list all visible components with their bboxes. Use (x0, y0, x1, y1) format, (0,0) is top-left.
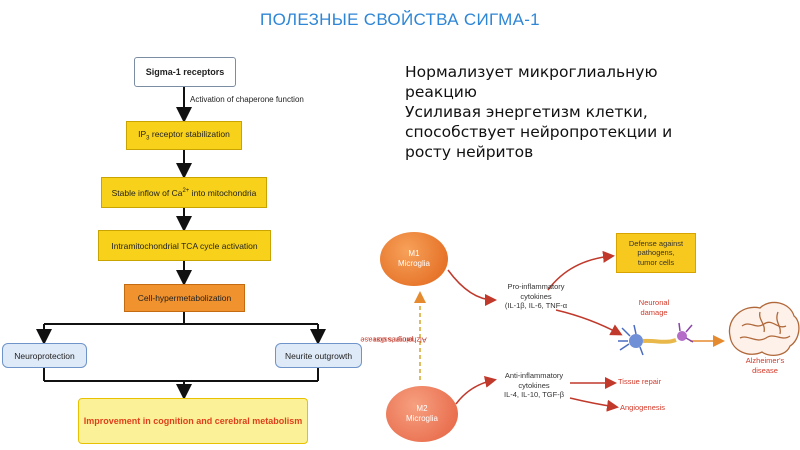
benefits-line: росту нейритов (405, 143, 534, 161)
neurite-outgrowth-box: Neurite outgrowth (275, 343, 362, 368)
ip3-receptor-label: IP3 receptor stabilization (138, 129, 230, 142)
ip3-receptor-box: IP3 receptor stabilization (126, 121, 242, 150)
brain-icon (728, 301, 800, 357)
angiogenesis-label: Angiogenesis (620, 403, 666, 412)
calcium-inflow-label: Stable inflow of Ca2+ into mitochondria (111, 187, 257, 198)
alzheimers-disease-label: Alzheimer's disease (745, 356, 785, 375)
benefits-line: Усиливая энергетизм клетки, (405, 103, 648, 121)
tissue-repair-label: Tissue repair (618, 377, 662, 386)
benefits-text: Нормализует микроглиальную реакцию Усили… (405, 62, 795, 162)
benefits-line: способствует нейропротекции и (405, 123, 673, 141)
improvement-box: Improvement in cognition and cerebral me… (78, 398, 308, 444)
activation-label: Activation of chaperone function (190, 95, 304, 104)
page-title: ПОЛЕЗНЫЕ СВОЙСТВА СИГМА-1 (260, 10, 540, 29)
pro-inflammatory-label: Pro-inflammatory cytokines (IL-1β, IL-6,… (504, 282, 568, 310)
neuroprotection-box: Neuroprotection (2, 343, 87, 368)
benefits-line: Нормализует микроглиальную (405, 63, 658, 81)
benefits-line: реакцию (405, 83, 477, 101)
calcium-inflow-box: Stable inflow of Ca2+ into mitochondria (101, 177, 267, 208)
anti-inflammatory-label: Anti-inflammatory cytokines IL-4, IL-10,… (503, 371, 565, 399)
sigma1-receptors-box: Sigma-1 receptors (134, 57, 236, 87)
tca-cycle-box: Intramitochondrial TCA cycle activation (98, 230, 271, 261)
hypermetabolization-box: Cell-hypermetabolization (124, 284, 245, 312)
neuronal-damage-label: Neuronal damage (638, 298, 670, 317)
neuron-icon (618, 322, 694, 356)
